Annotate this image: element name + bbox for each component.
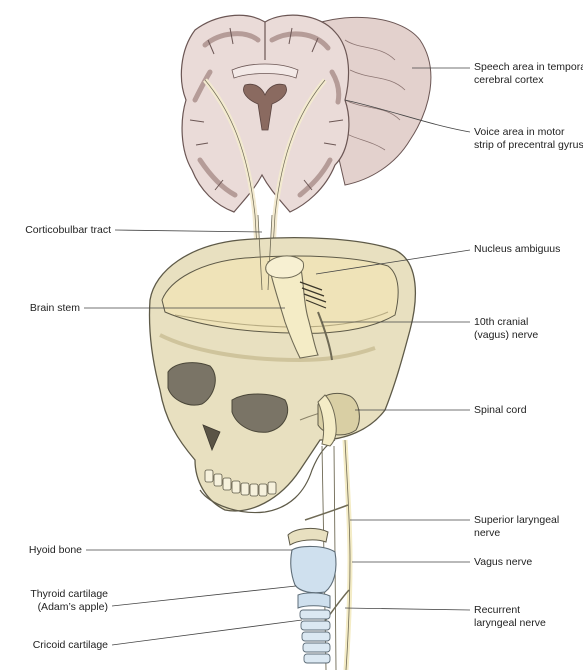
brain-stem-top: [265, 255, 305, 279]
label-speech-area: Speech area in temporal cerebral cortex: [474, 61, 583, 87]
label-10th-line2: (vagus) nerve: [474, 329, 539, 341]
leader-ambiguus: [315, 249, 471, 275]
brow-shade: [159, 333, 376, 363]
label-thyroid-cartilage: Thyroid cartilage (Adam’s apple): [0, 588, 108, 614]
brain-sulci: [189, 27, 344, 191]
vagus-nerve-neck: [342, 439, 353, 670]
nasal-cavity: [202, 424, 221, 452]
superior-laryngeal-nerve: [304, 504, 349, 521]
trachea: [299, 609, 331, 664]
label-superior-laryngeal-nerve: Superior laryngeal nerve: [474, 514, 559, 540]
brain-gray-matter: [192, 31, 342, 198]
label-voice-area: Voice area in motor strip of precentral …: [474, 126, 583, 152]
leader-lines: [84, 67, 471, 646]
label-voice-line2: strip of precentral gyrus: [474, 139, 583, 151]
label-voice-line1: Voice area in motor: [474, 126, 565, 138]
right-orbit: [231, 393, 289, 433]
larynx-group: [287, 527, 337, 664]
brain: [180, 14, 432, 266]
leader-cricoid: [111, 619, 303, 646]
left-orbit: [167, 362, 216, 406]
vagus-nerve-neck-outline: [344, 439, 351, 670]
hyoid-bone: [287, 527, 329, 546]
label-10th-cranial-nerve: 10th cranial (vagus) nerve: [474, 316, 538, 342]
label-thyroid-line1: Thyroid cartilage: [30, 588, 108, 600]
label-superior-line2: nerve: [474, 527, 501, 539]
label-thyroid-line2: (Adam’s apple): [37, 601, 108, 613]
spinal-cord: [317, 394, 337, 447]
leader-recurrent: [344, 607, 471, 611]
vagus-nerve-cranial: [317, 311, 333, 361]
brain-stem-group: [257, 214, 353, 670]
corticobulbar-tract: [257, 214, 273, 291]
label-nucleus-ambiguus: Nucleus ambiguus: [474, 243, 561, 255]
label-superior-line1: Superior laryngeal: [474, 514, 560, 526]
label-hyoid-bone: Hyoid bone: [28, 544, 82, 556]
teeth: [204, 469, 277, 497]
label-spinal-cord: Spinal cord: [474, 404, 527, 416]
label-corticobulbar-tract: Corticobulbar tract: [25, 224, 111, 236]
leader-corticobulbar: [114, 229, 263, 233]
mandible: [199, 439, 336, 514]
label-10th-line1: 10th cranial: [474, 316, 529, 328]
leader-thyroid: [111, 585, 297, 607]
label-cricoid-cartilage: Cricoid cartilage: [32, 639, 108, 651]
brain-gyri-lines: [339, 39, 406, 151]
corpus-callosum: [231, 63, 299, 79]
corticobulbar-fibers-right-outline: [271, 79, 326, 266]
nucleus-ambiguus: [299, 281, 327, 309]
lateral-ventricles: [243, 83, 287, 131]
label-recurrent-line2: laryngeal nerve: [474, 617, 546, 629]
thyroid-cartilage: [290, 545, 337, 594]
corticobulbar-fibers-left-outline: [204, 79, 259, 266]
cricoid-cartilage: [297, 592, 331, 609]
label-vagus-nerve: Vagus nerve: [474, 556, 533, 568]
label-brain-stem: Brain stem: [29, 302, 80, 314]
label-recurrent-laryngeal-nerve: Recurrent laryngeal nerve: [474, 604, 546, 630]
leader-voice: [344, 99, 471, 133]
label-speech-line2: cerebral cortex: [474, 74, 544, 86]
label-recurrent-line1: Recurrent: [474, 604, 521, 616]
label-speech-line1: Speech area in temporal: [474, 61, 583, 73]
